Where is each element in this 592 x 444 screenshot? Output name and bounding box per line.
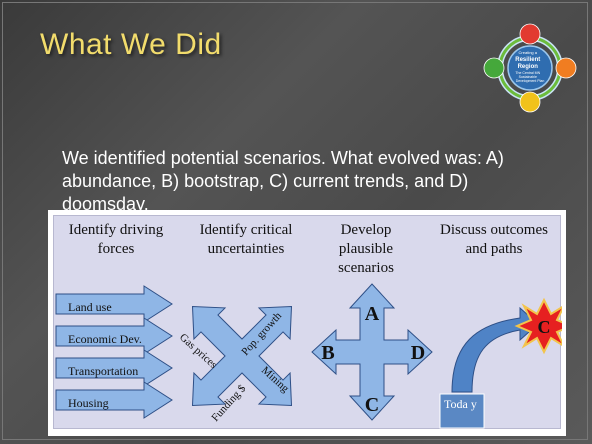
slide-title: What We Did — [40, 28, 222, 61]
outcome-star-label: C — [538, 317, 551, 337]
driver-economic-dev: Economic Dev. — [68, 332, 142, 346]
scenario-b-label: B — [321, 342, 334, 364]
column-heading-uncertainties: Identify critical uncertainties — [199, 222, 293, 257]
uncertainty-cross-shape — [191, 305, 293, 407]
driver-transportation: Transportation — [68, 364, 139, 378]
diagram-graphics: Gas prices Pop. growth Funding $ Mining … — [55, 283, 562, 429]
driver-housing: Housing — [68, 396, 109, 410]
scenario-cross — [311, 283, 433, 421]
arrow-economic-dev — [55, 317, 173, 355]
uncertainty-cross — [191, 305, 293, 407]
resilient-region-logo: Creating a Resilient Region The Central … — [483, 23, 577, 113]
today-box — [439, 393, 485, 429]
column-heading-scenarios: Develop plausible scenarios — [338, 222, 394, 276]
slide-border — [2, 2, 588, 440]
column-heading-driving-forces: Identify driving forces — [68, 222, 164, 257]
today-label: Toda y — [444, 397, 477, 411]
diagram-panel: Identify driving forces Identify critica… — [53, 215, 562, 429]
outcome-path-arc — [451, 306, 539, 393]
scenario-planning-diagram: Identify driving forces Identify critica… — [48, 210, 566, 436]
scenario-cross-shape — [311, 283, 433, 421]
column-heading-outcomes: Discuss outcomes and paths — [440, 222, 548, 257]
scenario-d-label: D — [411, 342, 425, 364]
driver-land-use: Land use — [68, 300, 112, 314]
arrow-land-use — [55, 285, 173, 323]
driving-force-arrows — [55, 285, 173, 419]
arrow-housing — [55, 381, 173, 419]
scenario-a-label: A — [365, 303, 380, 325]
outcome-star — [514, 297, 562, 355]
slide-body-text: We identified potential scenarios. What … — [62, 148, 504, 214]
scenario-c-label: C — [365, 394, 379, 416]
svg-text:Creating a Resilient: Creating a Resilient Region The Central … — [515, 41, 544, 83]
arrow-transportation — [55, 349, 173, 387]
